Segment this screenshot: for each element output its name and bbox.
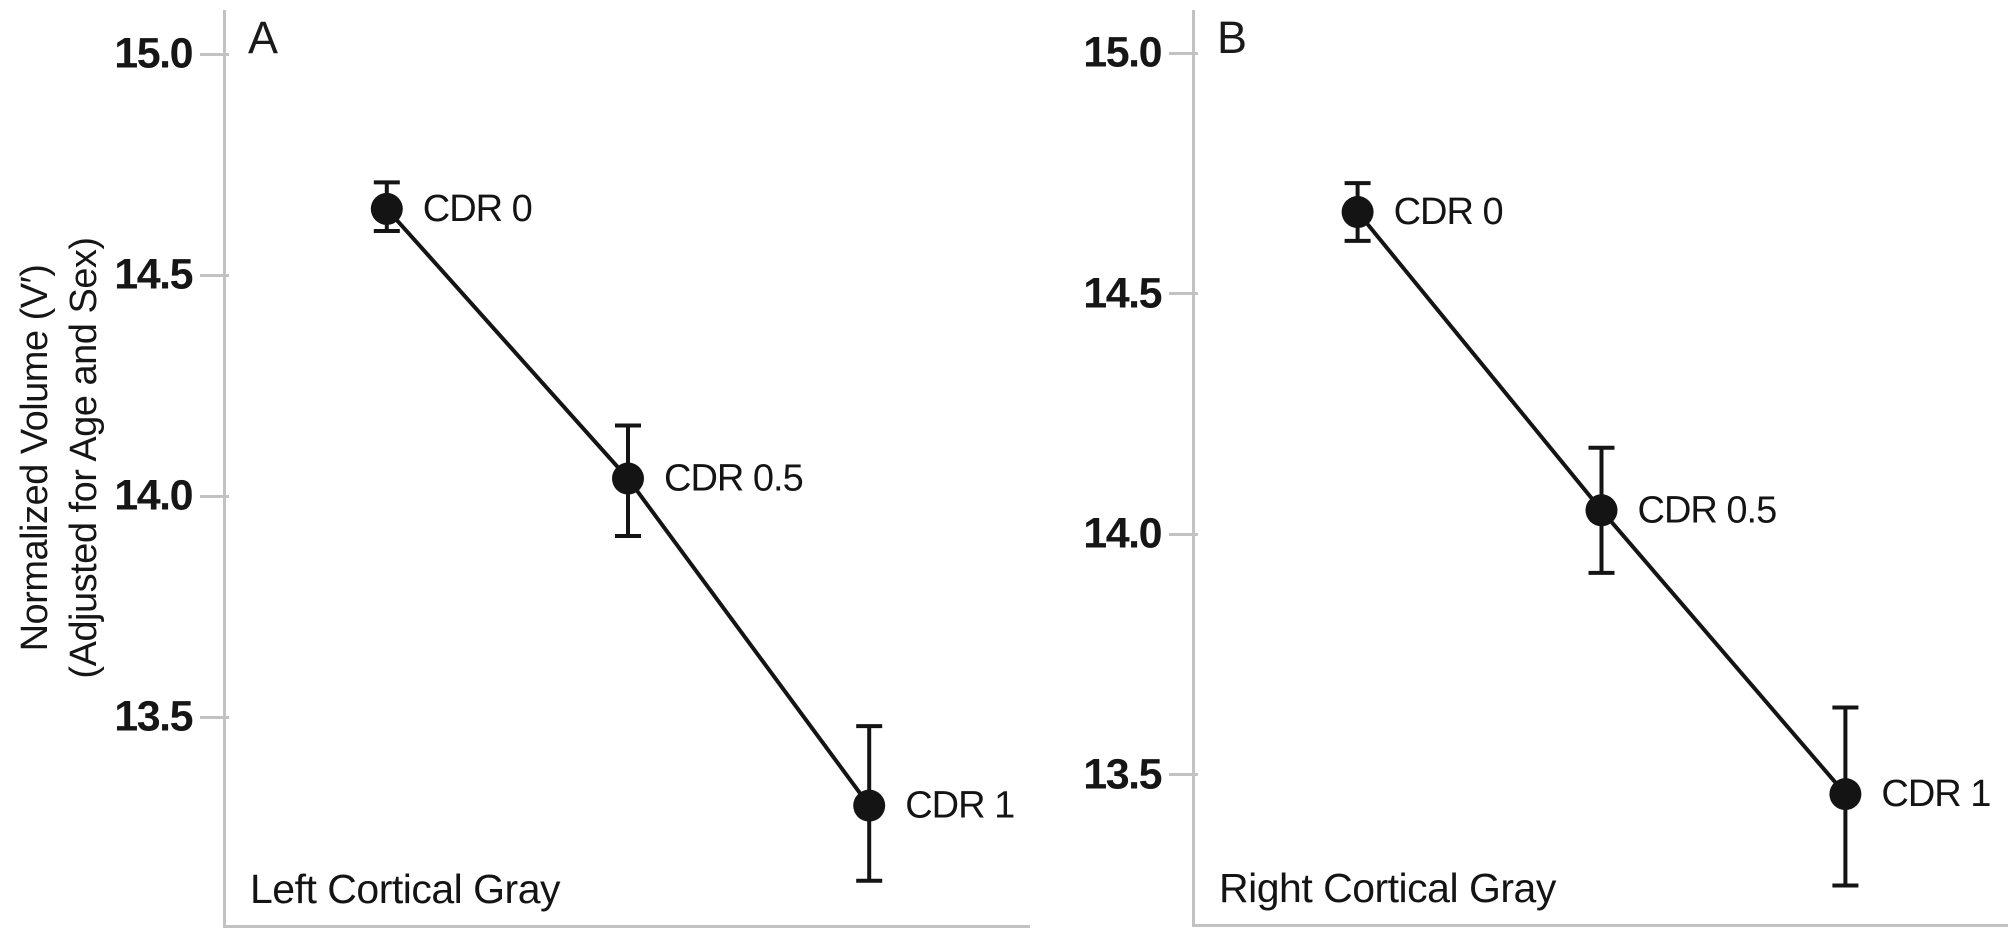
y-tick-label: 15.0	[114, 29, 193, 78]
data-point	[612, 462, 644, 495]
point-label: CDR 1	[905, 785, 1014, 827]
y-tick-mark	[200, 715, 229, 719]
y-tick-mark	[200, 494, 229, 498]
data-point	[1341, 196, 1374, 229]
x-axis-line	[1192, 924, 2008, 927]
y-tick-label: 14.0	[1083, 509, 1162, 558]
y-tick-mark	[1169, 773, 1198, 777]
data-point	[1829, 778, 1862, 811]
panel-title: Left Cortical Gray	[250, 866, 561, 912]
y-tick-mark	[1169, 51, 1198, 55]
point-label: CDR 0	[423, 188, 532, 230]
y-tick-label: 14.5	[1083, 269, 1162, 318]
y-tick-mark	[1169, 532, 1198, 536]
y-tick-mark	[1169, 292, 1198, 296]
y-tick-label: 14.0	[114, 471, 193, 520]
y-axis-line	[1192, 10, 1195, 927]
y-tick-label: 14.5	[114, 250, 193, 299]
panel-letter: A	[248, 12, 278, 63]
panel-title: Right Cortical Gray	[1219, 865, 1556, 911]
point-label: CDR 1	[1881, 773, 1990, 815]
y-axis-line	[223, 10, 226, 928]
y-tick-label: 15.0	[1083, 28, 1162, 77]
data-point	[1585, 494, 1618, 527]
y-tick-mark	[200, 273, 229, 277]
y-tick-mark	[200, 52, 229, 56]
y-tick-label: 13.5	[1083, 750, 1162, 799]
point-label: CDR 0	[1394, 191, 1503, 233]
y-tick-label: 13.5	[114, 692, 193, 741]
x-axis-line	[223, 925, 1030, 928]
point-label: CDR 0.5	[1638, 489, 1777, 531]
data-point	[853, 789, 886, 822]
data-point	[370, 192, 403, 225]
panel-letter: B	[1217, 12, 1247, 63]
point-label: CDR 0.5	[664, 458, 803, 500]
